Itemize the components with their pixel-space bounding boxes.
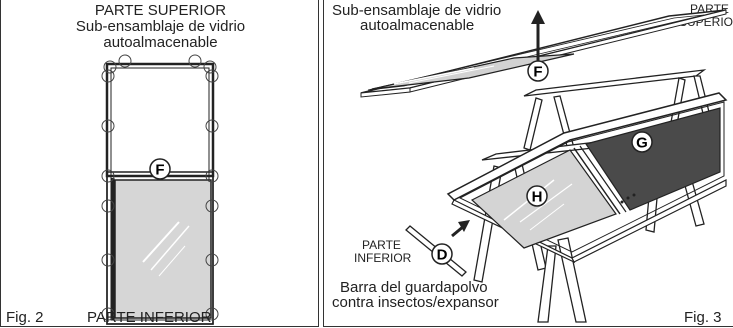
callout-h-letter: H — [532, 189, 543, 206]
callout-f-letter: F — [155, 162, 164, 179]
callout-f — [527, 60, 549, 82]
figure-3-panel: Sub-ensamblaje de vidrio autoalmacenable… — [323, 0, 733, 327]
callout-g — [631, 131, 653, 153]
hardware-markers — [101, 54, 219, 321]
bottom-label-line2: INFERIOR — [354, 251, 412, 265]
subassembly-label-line1: Sub-ensamblaje de vidrio — [332, 2, 502, 19]
bar-label-line2: contra insectos/expansor — [332, 294, 499, 311]
bar-label-line1: Barra del guardapolvo — [340, 279, 488, 296]
subassembly-label-line2: autoalmacenable — [103, 34, 218, 51]
assembly-diagram: F — [360, 9, 728, 323]
callout-f — [149, 158, 171, 180]
callout-h — [526, 185, 548, 207]
screen-panel — [585, 107, 721, 211]
figure-label: Fig. 3 — [684, 309, 722, 326]
callout-g-letter: G — [636, 135, 648, 152]
sweep-arrow-head — [458, 220, 470, 232]
subassembly-label-line1: Sub-ensamblaje de vidrio — [75, 18, 246, 35]
glass-pane — [114, 179, 212, 319]
callout-d-letter: D — [437, 247, 448, 264]
figure-label: Fig. 2 — [6, 309, 44, 326]
callout-f-letter: F — [533, 64, 542, 81]
subassembly-label-line2: autoalmacenable — [360, 17, 475, 34]
callout-d — [431, 243, 453, 265]
bottom-label: PARTE INFERIOR — [87, 309, 212, 326]
glass-glare — [142, 221, 180, 263]
bottom-label-line1: PARTE — [362, 238, 401, 252]
lift-arrow-head — [531, 10, 545, 24]
door-frame-diagram: F — [101, 54, 219, 325]
figure-2-panel: PARTE SUPERIOR Sub-ensamblaje de vidrio … — [0, 0, 319, 327]
glass-subassembly — [360, 9, 727, 98]
top-label: PARTE SUPERIOR — [94, 2, 227, 19]
